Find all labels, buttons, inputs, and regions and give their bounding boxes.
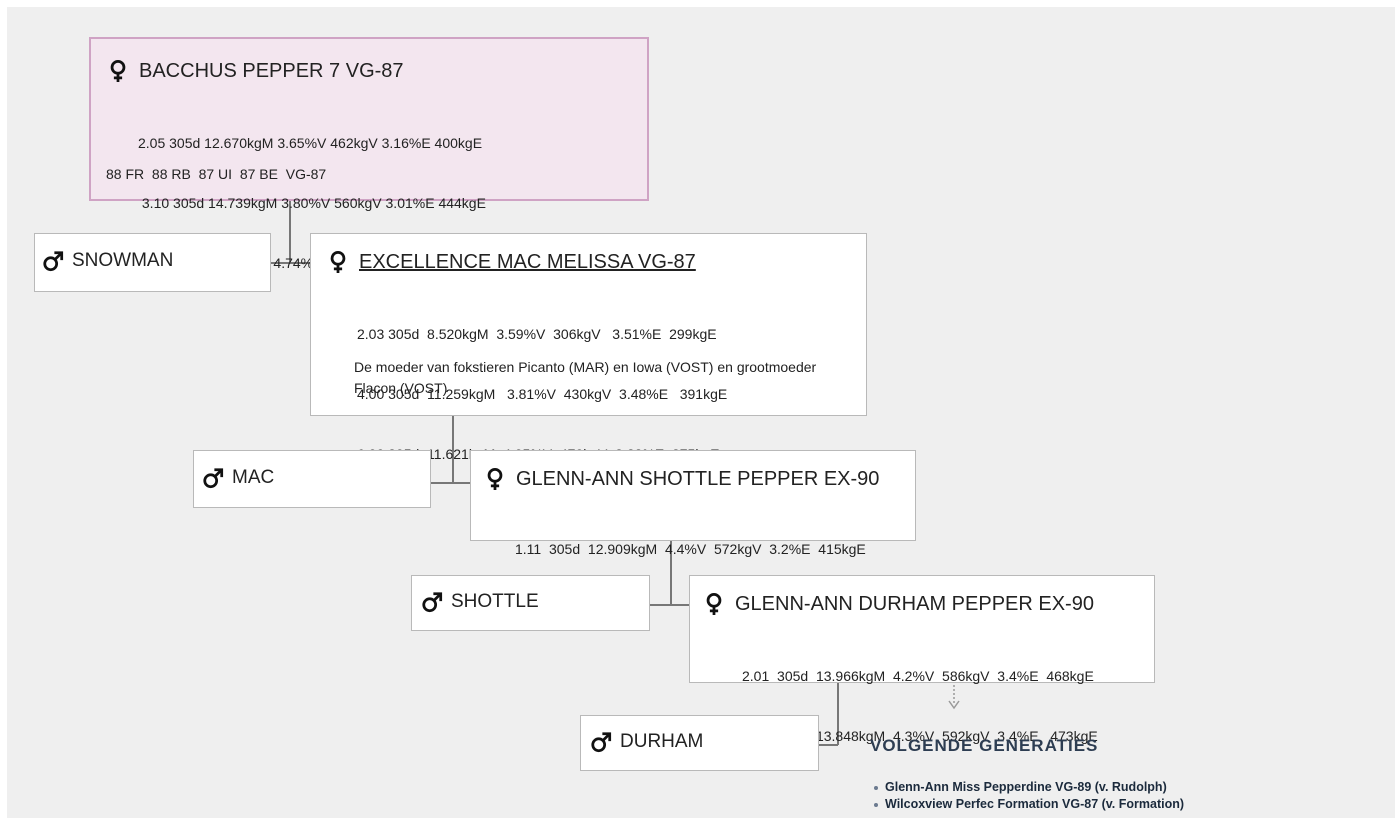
female-icon xyxy=(110,60,126,82)
cow-name: GLENN-ANN DURHAM PEPPER EX-90 xyxy=(735,592,1094,615)
production-stats: 1.11 305d 12.909kgM 4.4%V 572kgV 3.2%E 4… xyxy=(515,541,866,557)
next-generations-list: Glenn-Ann Miss Pepperdine VG-89 (v. Rudo… xyxy=(873,779,1184,813)
pedigree-node-durham: DURHAM xyxy=(580,715,819,771)
pedigree-node-melissa: EXCELLENCE MAC MELISSA VG-87 2.03 305d 8… xyxy=(310,233,867,462)
connector-line xyxy=(649,604,689,606)
connector-line xyxy=(670,540,672,604)
female-icon xyxy=(330,251,346,273)
connector-line xyxy=(452,415,454,483)
sire-name: MAC xyxy=(232,467,275,488)
pedigree-node-shottle: SHOTTLE xyxy=(411,575,650,631)
sire-name: SNOWMAN xyxy=(72,250,174,271)
cow-name: BACCHUS PEPPER 7 VG-87 xyxy=(139,59,404,82)
connector-line xyxy=(430,482,470,484)
male-icon xyxy=(591,732,612,753)
male-icon xyxy=(203,468,224,489)
connector-line xyxy=(818,744,838,746)
conformation-scores: 88 FR 88 RB 87 UI 87 BE VG-87 xyxy=(106,166,327,182)
pedigree-node-shottle-pepper: GLENN-ANN SHOTTLE PEPPER EX-90 1.11 305d… xyxy=(470,450,916,557)
list-item: Glenn-Ann Miss Pepperdine VG-89 (v. Rudo… xyxy=(873,779,1184,796)
list-item: Wilcoxview Perfec Formation VG-87 (v. Fo… xyxy=(873,796,1184,813)
production-stats: 2.01 305d 13.966kgM 4.2%V 586kgV 3.4%E 4… xyxy=(742,668,1098,744)
cow-name-link[interactable]: EXCELLENCE MAC MELISSA VG-87 xyxy=(359,250,696,273)
male-icon xyxy=(43,251,64,272)
pedigree-node-mac: MAC xyxy=(193,450,431,508)
next-generations-heading: VOLGENDE GENERATIES xyxy=(870,736,1099,755)
connector-line xyxy=(837,682,839,745)
cow-name: GLENN-ANN SHOTTLE PEPPER EX-90 xyxy=(516,467,880,490)
connector-line xyxy=(289,200,291,262)
arrow-down-icon xyxy=(948,685,960,710)
connector-line xyxy=(270,262,310,264)
sire-name: DURHAM xyxy=(620,731,704,752)
pedigree-node-bacchus: BACCHUS PEPPER 7 VG-87 2.05 305d 12.670k… xyxy=(89,37,649,271)
male-icon xyxy=(422,592,443,613)
pedigree-node-durham-pepper: GLENN-ANN DURHAM PEPPER EX-90 2.01 305d … xyxy=(689,575,1155,744)
female-icon xyxy=(706,593,722,615)
description-note: De moeder van fokstieren Picanto (MAR) e… xyxy=(354,359,817,396)
pedigree-node-snowman: SNOWMAN xyxy=(34,233,271,292)
female-icon xyxy=(487,468,503,490)
sire-name: SHOTTLE xyxy=(451,591,539,612)
